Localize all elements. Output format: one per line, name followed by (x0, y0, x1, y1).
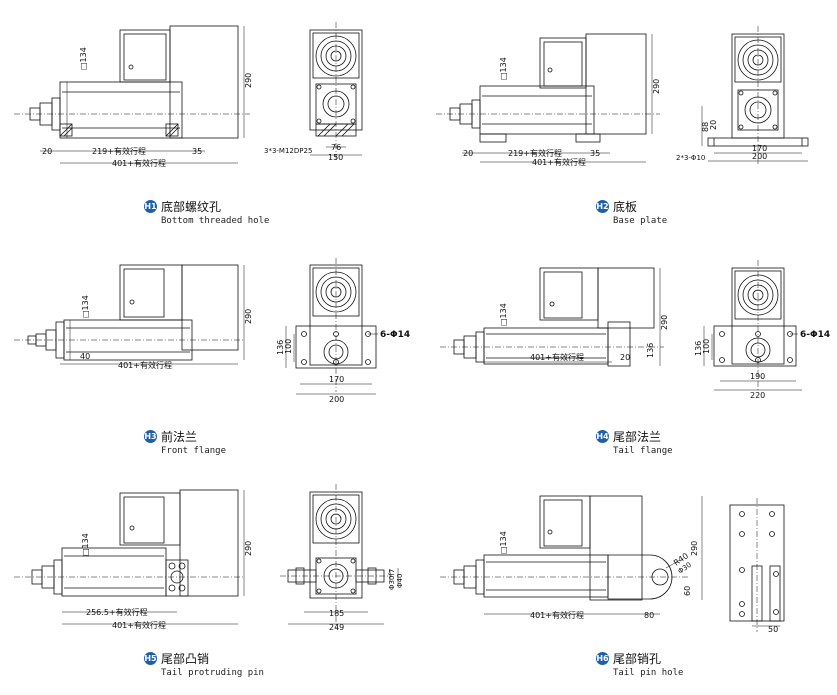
h4-dim-190: 190 (750, 372, 765, 381)
h2-dim-134: □134 (499, 57, 508, 80)
h2-dim-170: 170 (752, 144, 767, 153)
h5-dim-185: 185 (329, 609, 344, 618)
h5-dim-249: 249 (329, 623, 344, 632)
h6-dim-290: 290 (690, 541, 699, 556)
caption-h1: H1 底部螺纹孔 Bottom threaded hole (144, 198, 269, 226)
h4-dim-220: 220 (750, 391, 765, 400)
h3-dim-170: 170 (329, 375, 344, 384)
h4-dim-136b: 136 (646, 343, 655, 358)
h3-side-view (14, 264, 245, 365)
h2-dim-20: 20 (463, 149, 473, 158)
h1-dim-134: □134 (79, 47, 88, 70)
h4-dim-100: 100 (702, 339, 711, 354)
h4-dim-290: 290 (660, 315, 669, 330)
h2-dim-290: 290 (652, 79, 661, 94)
h2-dim-200: 200 (752, 152, 767, 161)
h5-subtitle: Tail protruding pin (161, 668, 264, 678)
h1-dim-20: 20 (42, 147, 52, 156)
h3-dim-134: □134 (81, 295, 90, 318)
h4-badge: H4 (596, 430, 609, 443)
h2-dim-88: 88 (701, 122, 710, 132)
h3-dim-290: 290 (244, 309, 253, 324)
h1-dim-35: 35 (192, 147, 202, 156)
h5-title: 尾部凸销 (161, 652, 210, 666)
h3-dim-136: 136 (276, 340, 285, 355)
h6-title: 尾部销孔 (613, 652, 662, 666)
h4-dim-134: □134 (499, 303, 508, 326)
h6-dim-80: 80 (644, 611, 654, 620)
h1-dim-150: 150 (328, 153, 343, 162)
h1-bottom-holes (59, 123, 179, 137)
h1-title: 底部螺纹孔 (161, 200, 222, 214)
h6-top-view (729, 498, 785, 632)
h2-subtitle: Base plate (613, 216, 668, 226)
caption-h5: H5 尾部凸销 Tail protruding pin (144, 650, 264, 678)
h3-title: 前法兰 (161, 430, 198, 444)
h4-side-view (440, 267, 664, 367)
h3-front-view (285, 258, 378, 395)
h2-dim-20v: 20 (709, 120, 718, 130)
h3-dim-100: 100 (284, 339, 293, 354)
h1-thread-label: 3*3-M12DP25 (264, 147, 312, 155)
h6-dim-50: 50 (768, 625, 778, 634)
caption-h6: H6 尾部销孔 Tail pin hole (596, 650, 683, 678)
h5-badge: H5 (144, 652, 157, 665)
h1-subtitle: Bottom threaded hole (161, 216, 270, 226)
h2-dim-401: 401+有效行程 (532, 157, 586, 167)
h5-front-view (280, 484, 399, 628)
h6-badge: H6 (596, 652, 609, 665)
h5-side-view (14, 489, 245, 625)
h4-front-view (703, 260, 802, 392)
h4-title: 尾部法兰 (613, 430, 662, 444)
h5-dim-290: 290 (244, 541, 253, 556)
h3-dim-200: 200 (329, 395, 344, 404)
h6-dim-134: □134 (499, 531, 508, 554)
h2-badge: H2 (596, 200, 609, 213)
h1-badge: H1 (144, 200, 157, 213)
h4-subtitle: Tail flange (613, 446, 673, 456)
h2-dim-35: 35 (590, 149, 600, 158)
h1-dim-401: 401+有效行程 (112, 158, 166, 168)
h4-dim-20: 20 (620, 353, 630, 362)
h1-side-view (14, 25, 250, 164)
h2-title: 底板 (613, 200, 638, 214)
caption-h2: H2 底板 Base plate (596, 198, 667, 226)
h5-pin-40: Φ40 (396, 574, 404, 588)
h4-holes-label: 6-Φ14 (800, 330, 830, 340)
h4-dim-136: 136 (694, 341, 703, 356)
caption-h4: H4 尾部法兰 Tail flange (596, 428, 673, 456)
h1-dim-219: 219+有效行程 (92, 146, 146, 156)
h3-badge: H3 (144, 430, 157, 443)
caption-h3: H3 前法兰 Front flange (144, 428, 226, 456)
h3-dim-401: 401+有效行程 (118, 360, 172, 370)
h2-side-view (436, 33, 660, 163)
h1-dim-290: 290 (244, 73, 253, 88)
h5-dim-134: □134 (81, 533, 90, 556)
h3-subtitle: Front flange (161, 446, 227, 456)
h1-dim-76: 76 (331, 143, 341, 152)
h6-dim-60: 60 (683, 586, 692, 596)
h5-dim-256: 256.5+有效行程 (86, 607, 148, 617)
h4-dim-401: 401+有效行程 (530, 352, 584, 362)
h2-front-view (701, 26, 809, 165)
h2-holes-label: 2*3-Φ10 (676, 154, 705, 162)
h5-dim-401: 401+有效行程 (112, 620, 166, 630)
h6-side-view (440, 495, 703, 615)
h3-holes-label: 6-Φ14 (380, 330, 410, 340)
h1-front-view (309, 22, 363, 160)
h6-dim-401: 401+有效行程 (530, 610, 584, 620)
h3-dim-40: 40 (80, 352, 90, 361)
h6-subtitle: Tail pin hole (613, 668, 684, 678)
h2-dim-219: 219+有效行程 (508, 148, 562, 158)
h5-pin-30: Φ30f7 (388, 569, 396, 590)
